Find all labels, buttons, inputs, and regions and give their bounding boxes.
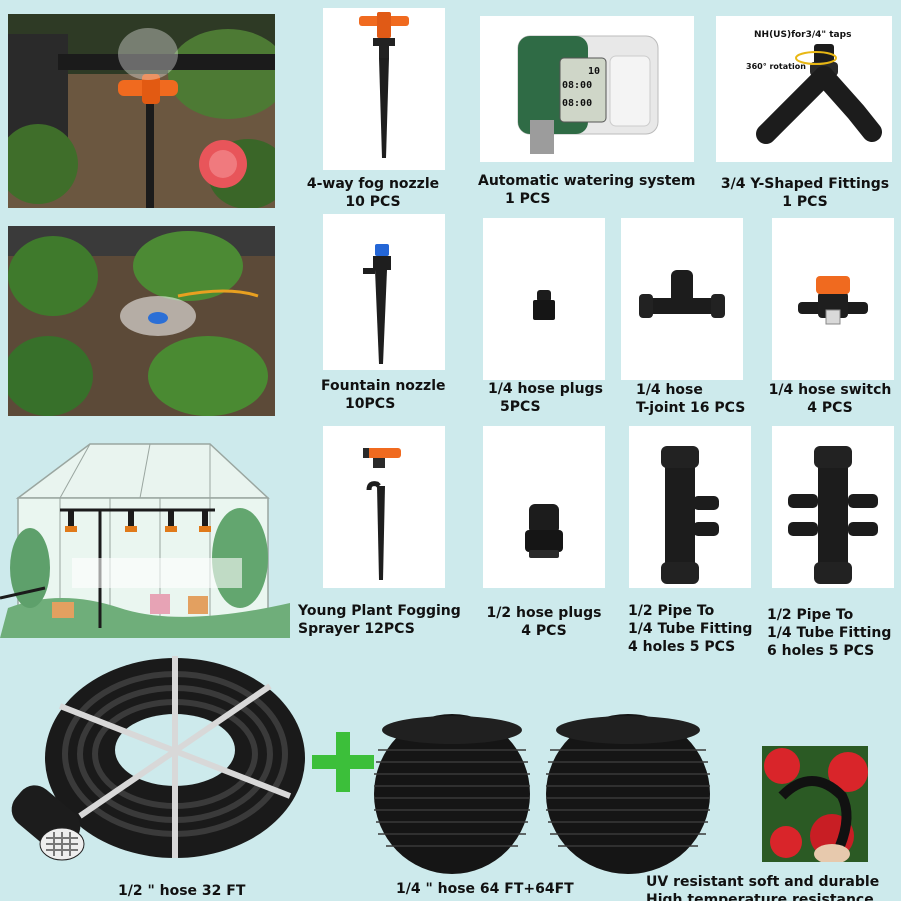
hose-switch-qty: 4 PCS <box>807 400 853 416</box>
caption-fitting-6holes: 1/2 Pipe To 1/4 Tube Fitting 6 holes 5 P… <box>767 606 891 660</box>
hose-plugs-half-name: 1/2 hose plugs <box>486 605 602 621</box>
hose-plugs-quarter-qty: 5PCS <box>500 399 541 415</box>
caption-t-joint: 1/4 hose T-joint 16 PCS <box>636 381 745 417</box>
card-hose-switch <box>772 218 894 380</box>
photo-fog-nozzle-garden <box>8 14 275 208</box>
card-fog-nozzle <box>323 8 445 170</box>
timer-time-2: 08:00 <box>562 98 593 109</box>
caption-fitting-4holes: 1/2 Pipe To 1/4 Tube Fitting 4 holes 5 P… <box>628 602 752 656</box>
caption-hose-half: 1/2 " hose 32 FT <box>118 883 246 899</box>
timer-time-3: 10 <box>588 66 601 77</box>
watering-system-qty: 1 PCS <box>505 191 551 207</box>
t-joint-qty: T-joint 16 PCS <box>636 400 746 416</box>
fitting-6holes-line2: 1/4 Tube Fitting <box>767 625 892 641</box>
y-fitting-qty: 1 PCS <box>782 194 828 210</box>
fog-nozzle-qty: 10 PCS <box>345 194 401 210</box>
caption-hose-quarter: 1/4 " hose 64 FT+64FT <box>396 881 574 897</box>
timer-time-1: 08:00 <box>562 80 593 91</box>
image-hose-quarter-coils <box>372 710 716 876</box>
plus-icon <box>312 732 374 792</box>
card-fitting-6holes <box>772 426 894 588</box>
watering-system-name: Automatic watering system <box>478 173 696 189</box>
fitting-4holes-line1: 1/2 Pipe To <box>628 603 715 619</box>
photo-fountain-garden <box>8 226 275 416</box>
caption-uv: UV resistant soft and durable High tempe… <box>646 873 879 901</box>
card-watering-system: 08:00 08:00 10 <box>480 16 694 162</box>
card-hose-plugs-quarter <box>483 218 605 380</box>
caption-watering-system: Automatic watering system 1 PCS <box>478 172 696 208</box>
caption-fog-nozzle: 4-way fog nozzle 10 PCS <box>298 175 448 211</box>
caption-fogging-sprayer: Young Plant Fogging Sprayer 12PCS <box>298 602 461 638</box>
fogging-sprayer-name: Young Plant Fogging <box>298 603 461 619</box>
hose-plugs-half-qty: 4 PCS <box>521 623 567 639</box>
hose-switch-name: 1/4 hose switch <box>768 382 892 398</box>
y-fitting-name: 3/4 Y-Shaped Fittings <box>720 176 890 192</box>
fitting-4holes-line3: 4 holes 5 PCS <box>628 639 736 655</box>
caption-hose-plugs-quarter: 1/4 hose plugs 5PCS <box>488 380 603 416</box>
t-joint-name: 1/4 hose <box>636 382 703 398</box>
caption-hose-switch: 1/4 hose switch 4 PCS <box>763 381 897 417</box>
fitting-4holes-line2: 1/4 Tube Fitting <box>628 621 753 637</box>
card-y-fitting: NH(US)for3/4" taps 360° rotation <box>716 16 892 162</box>
y-fitting-label-top: NH(US)for3/4" taps <box>754 30 852 40</box>
caption-fountain-nozzle: Fountain nozzle 10PCS <box>321 377 446 413</box>
uv-line1: UV resistant soft and durable <box>646 874 880 890</box>
caption-hose-plugs-half: 1/2 hose plugs 4 PCS <box>472 604 616 640</box>
card-t-joint <box>621 218 743 380</box>
card-fountain-nozzle <box>323 214 445 370</box>
card-fitting-4holes <box>629 426 751 588</box>
caption-y-fitting: 3/4 Y-Shaped Fittings 1 PCS <box>713 175 897 211</box>
illustration-greenhouse <box>0 438 290 638</box>
fitting-6holes-line3: 6 holes 5 PCS <box>767 643 875 659</box>
uv-line2: High temperature resistance <box>646 892 874 901</box>
fitting-6holes-line1: 1/2 Pipe To <box>767 607 854 623</box>
y-fitting-label-rotation: 360° rotation <box>746 62 806 71</box>
card-hose-plugs-half <box>483 426 605 588</box>
photo-uv-resistant <box>762 746 868 862</box>
fountain-nozzle-name: Fountain nozzle <box>321 378 446 394</box>
fogging-sprayer-qty: Sprayer 12PCS <box>298 621 415 637</box>
image-hose-half-coil <box>0 646 310 882</box>
card-fogging-sprayer <box>323 426 445 588</box>
fog-nozzle-name: 4-way fog nozzle <box>306 176 440 192</box>
hose-plugs-quarter-name: 1/4 hose plugs <box>488 381 603 397</box>
fountain-nozzle-qty: 10PCS <box>345 396 396 412</box>
